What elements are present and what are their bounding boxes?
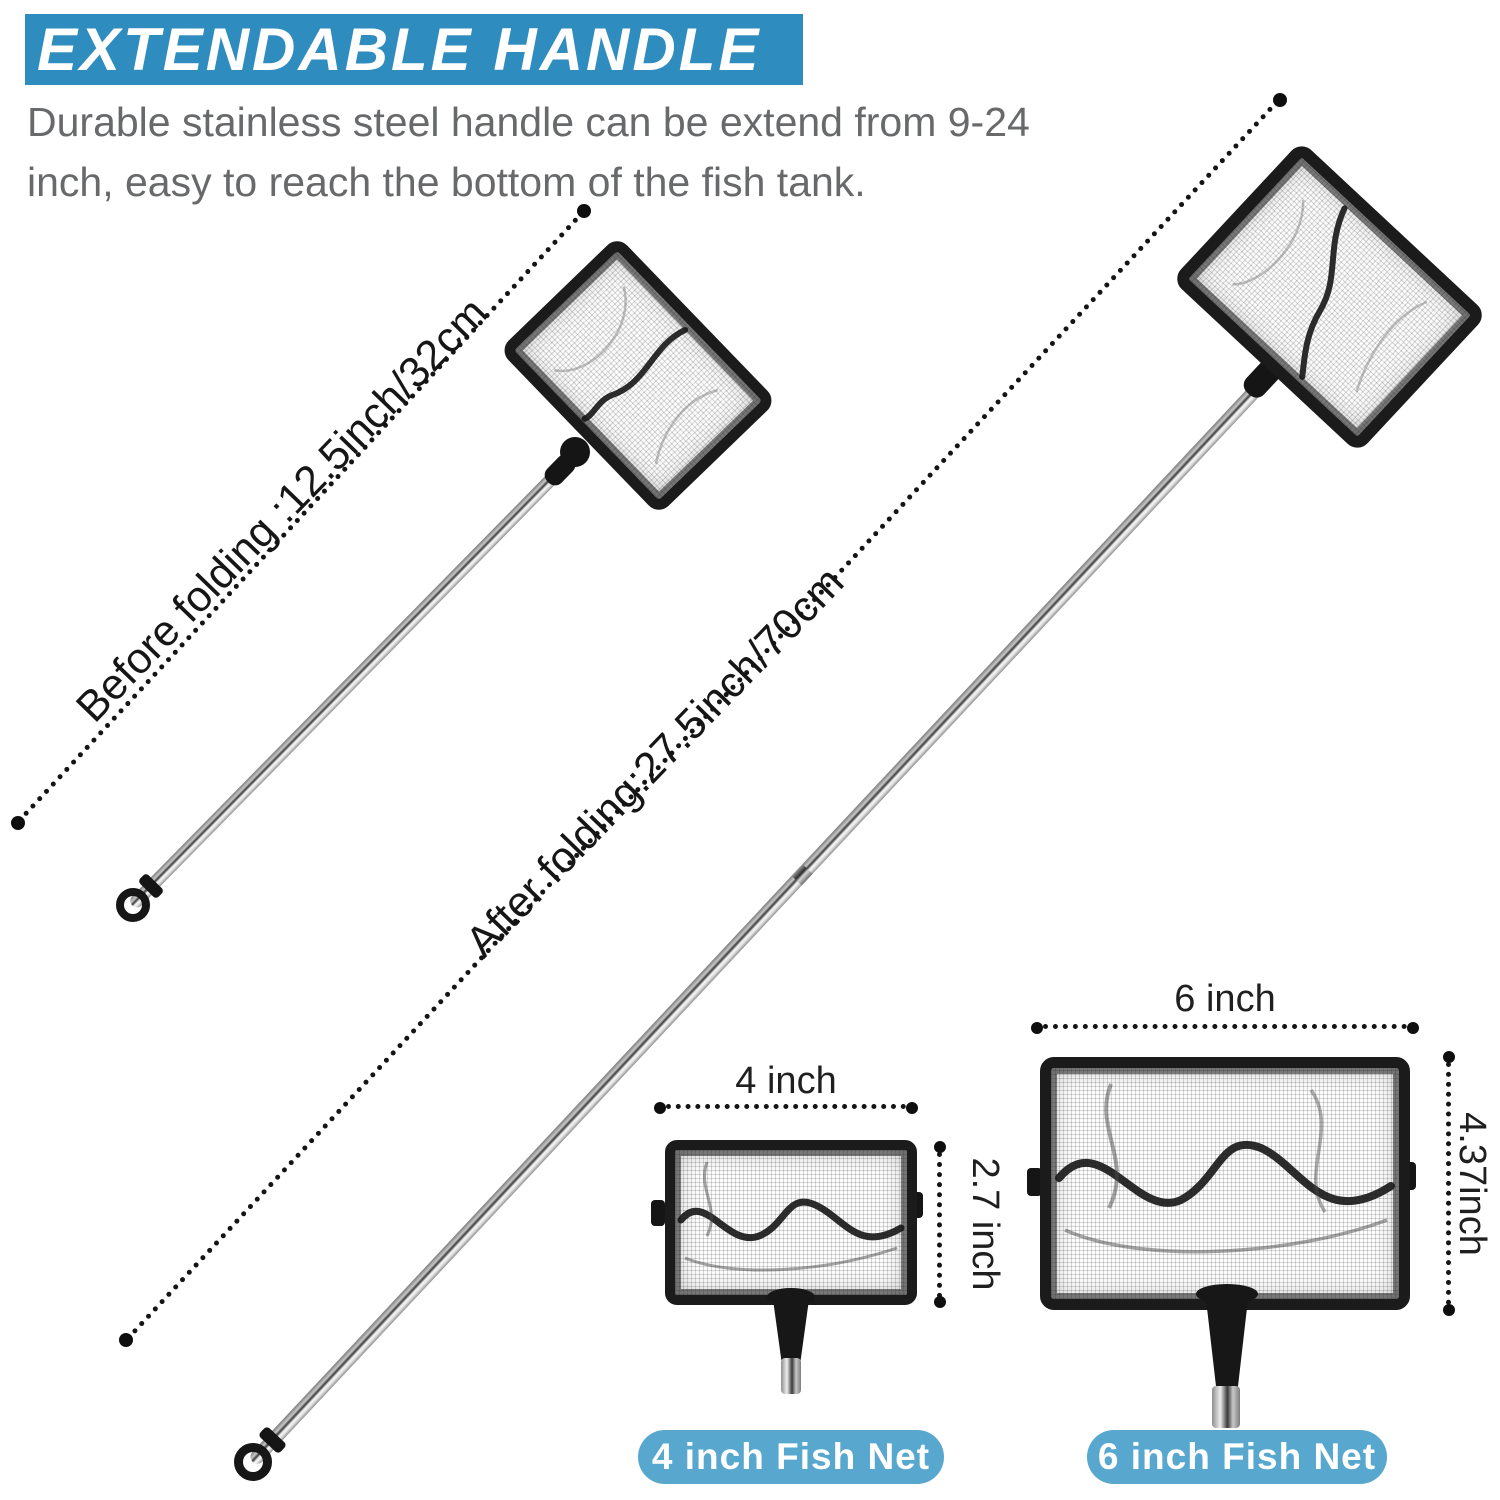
before-folding-label: Before folding :12.5inch/32cm: [66, 288, 497, 731]
net6-width-end-dot: [1407, 1022, 1419, 1034]
short-net-handle-ring: [116, 888, 150, 922]
before-line-end-dot: [11, 816, 25, 830]
after-line-end-dot: [1273, 93, 1287, 107]
long-net-head: [1171, 140, 1488, 454]
page-title: EXTENDABLE HANDLE: [37, 16, 762, 83]
description-line-1: Durable stainless steel handle can be ex…: [27, 99, 1030, 145]
mesh-fold-lines: [1055, 1083, 1395, 1254]
net6-head: [1040, 1057, 1410, 1310]
short-net-handle: [127, 460, 570, 911]
net4-height-dotted-line: [937, 1152, 942, 1298]
after-line-end-dot: [119, 1333, 133, 1347]
net4-height-end-dot: [934, 1141, 946, 1153]
mesh-fold-lines: [1232, 199, 1428, 393]
mesh-fold-lines: [554, 286, 719, 465]
net6-height-end-dot: [1443, 1304, 1455, 1316]
short-net-head: [498, 235, 778, 516]
net4-head: [665, 1140, 917, 1305]
net4-width-end-dot: [906, 1102, 918, 1114]
short-net-joint-ball: [560, 437, 590, 467]
net6-height-label: 4.37inch: [1451, 1112, 1493, 1256]
before-line-end-dot: [577, 204, 591, 218]
long-net-handle-ring: [234, 1443, 272, 1481]
net6-width-label: 6 inch: [1174, 978, 1276, 1020]
net6-handle-stub: [1212, 1386, 1240, 1428]
telescope-joint: [791, 864, 813, 886]
net4-width-label: 4 inch: [735, 1060, 837, 1102]
net6-height-end-dot: [1443, 1051, 1455, 1063]
net4-height-label: 2.7 inch: [964, 1157, 1006, 1291]
description-line-2: inch, easy to reach the bottom of the fi…: [27, 159, 866, 205]
net4-handle-stub: [781, 1358, 801, 1394]
net4-width-end-dot: [654, 1102, 666, 1114]
net4-handle-cone: [772, 1296, 810, 1360]
mesh-fold-lines: [677, 1161, 905, 1272]
net4-height-end-dot: [934, 1296, 946, 1308]
net4-badge: 4 inch Fish Net: [638, 1430, 944, 1484]
net6-badge: 6 inch Fish Net: [1087, 1430, 1387, 1484]
net6-handle-cone: [1205, 1294, 1249, 1388]
net4-width-dotted-line: [666, 1104, 906, 1109]
net6-height-dotted-line: [1446, 1062, 1451, 1305]
frame-clip: [651, 1200, 665, 1226]
frame-clip: [1027, 1168, 1042, 1196]
net6-width-dotted-line: [1043, 1024, 1407, 1029]
header-banner: EXTENDABLE HANDLE: [25, 14, 803, 85]
net6-width-end-dot: [1031, 1022, 1043, 1034]
